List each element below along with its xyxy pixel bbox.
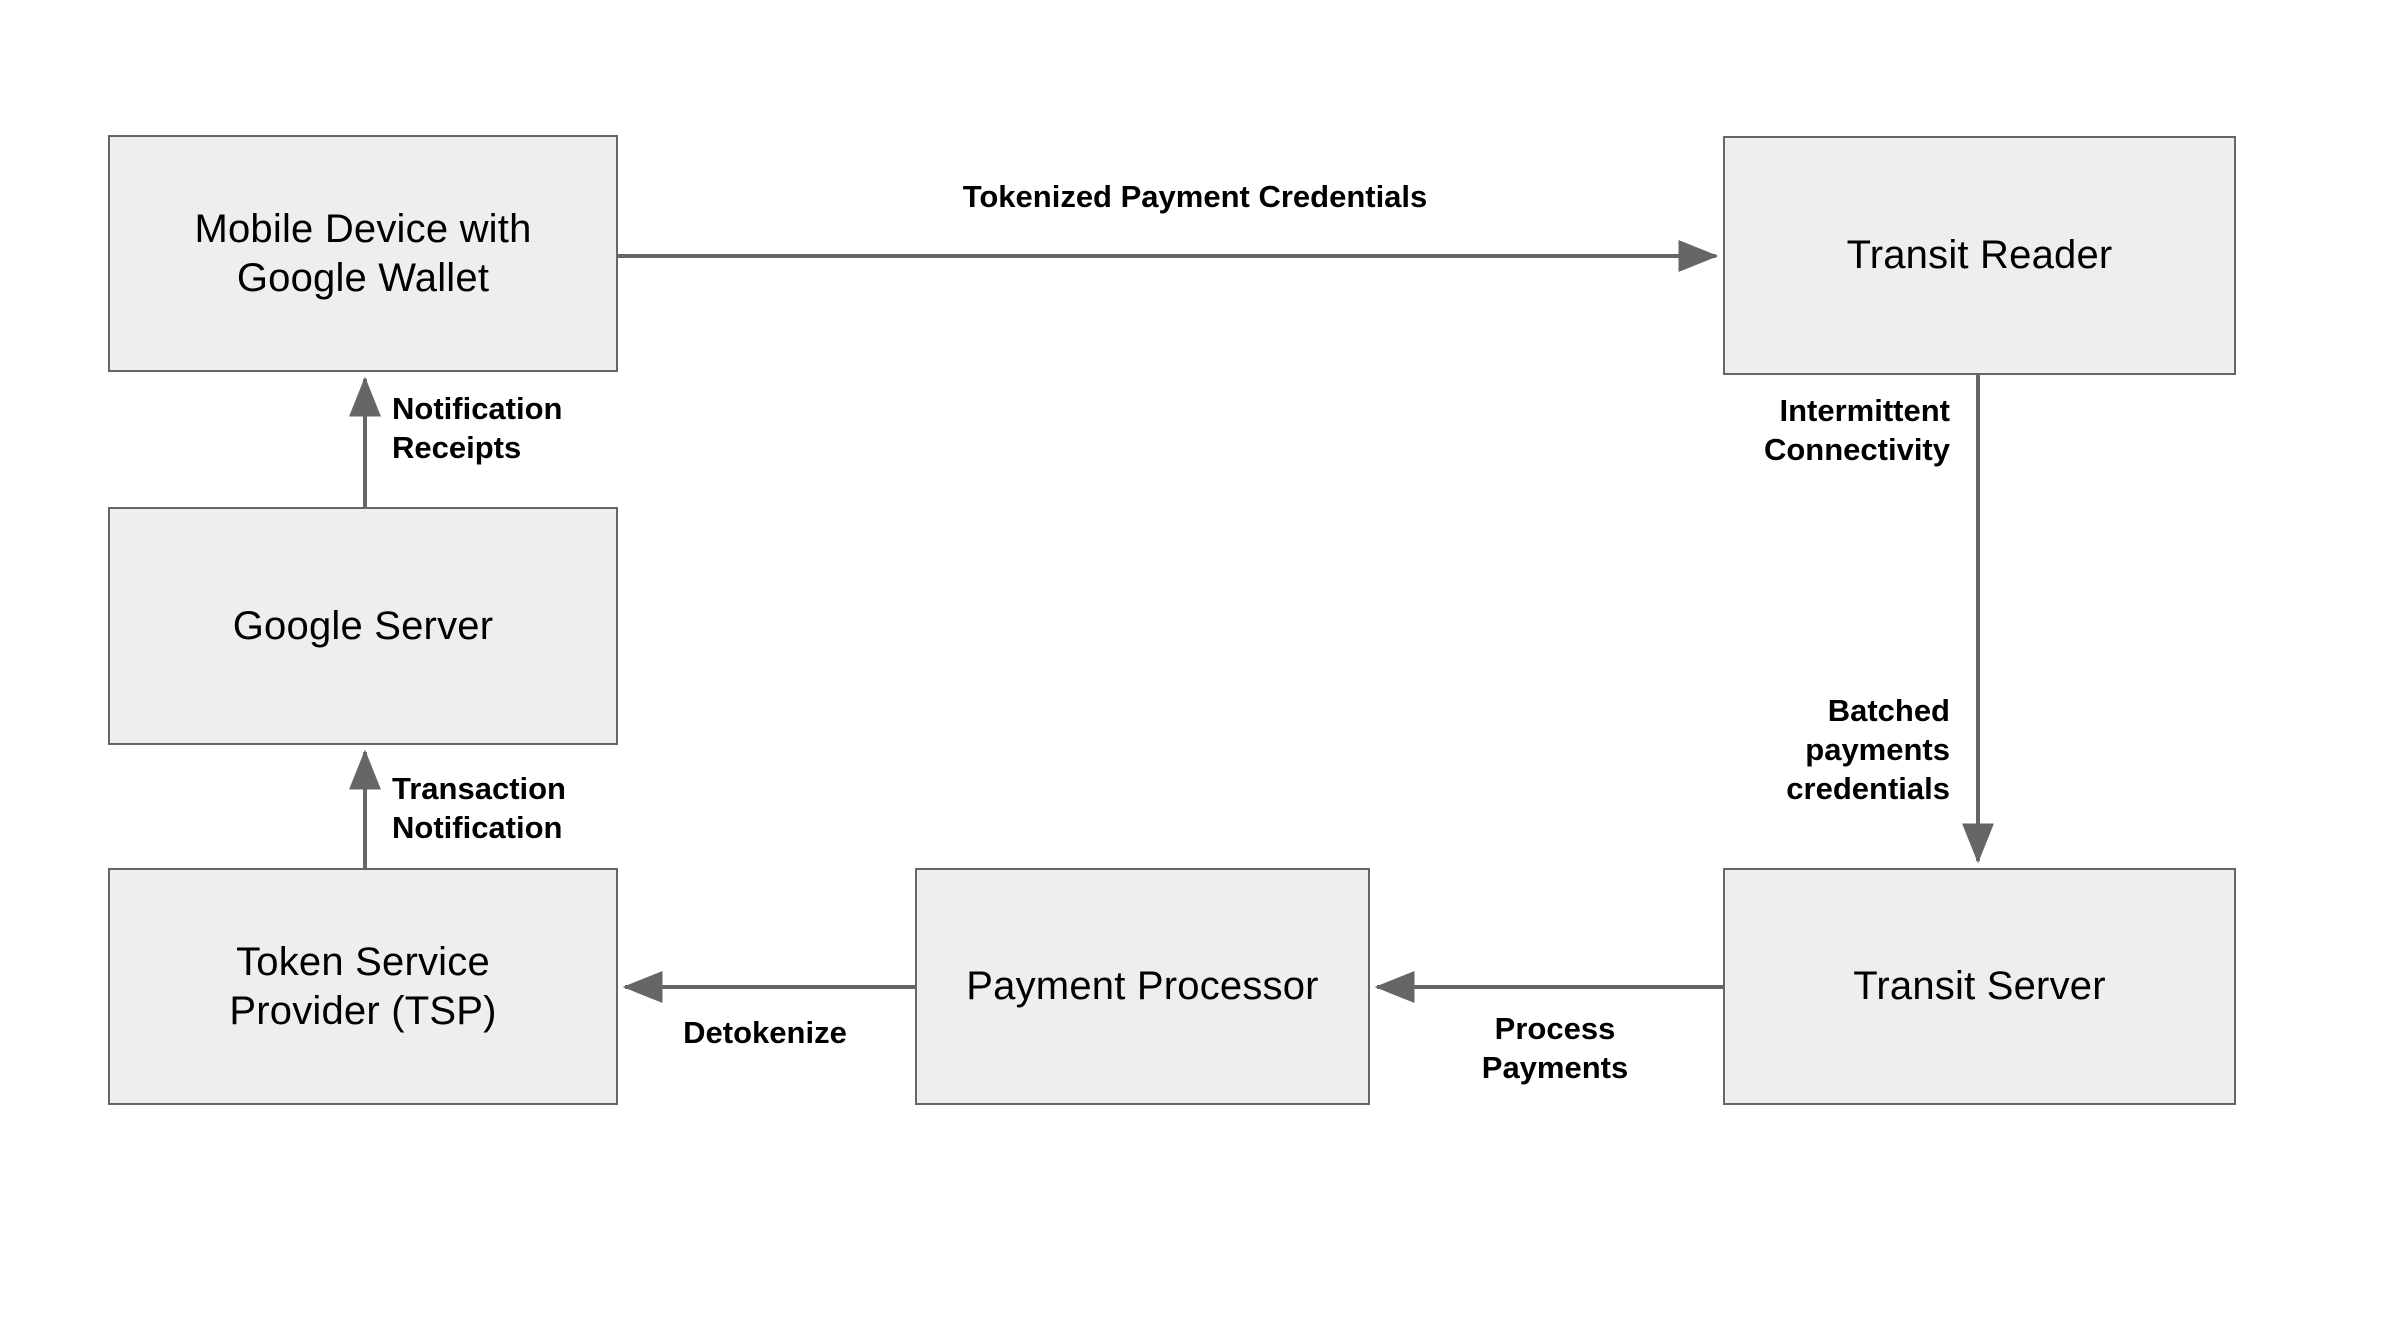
- node-token-service-provider[interactable]: Token Service Provider (TSP): [108, 868, 618, 1105]
- edge-label-intermittent-connectivity: Intermittent Connectivity: [1763, 393, 1950, 467]
- edge-label-detokenize: Detokenize: [683, 1015, 847, 1050]
- edge-label-process-payments: Process Payments: [1481, 1011, 1629, 1085]
- node-mobile-device[interactable]: Mobile Device with Google Wallet: [108, 135, 618, 372]
- node-google-server-label: Google Server: [232, 603, 494, 648]
- node-payment-processor-label: Payment Processor: [966, 964, 1319, 1009]
- node-mobile-device-label: Mobile Device with Google Wallet: [194, 206, 532, 300]
- edge-label-batched-payments-credentials: Batched payments credentials: [1786, 693, 1950, 806]
- node-transit-server-label: Transit Server: [1853, 964, 2106, 1009]
- node-payment-processor[interactable]: Payment Processor: [915, 868, 1370, 1105]
- node-transit-server[interactable]: Transit Server: [1723, 868, 2236, 1105]
- edge-label-tokenized-payment-credentials: Tokenized Payment Credentials: [962, 179, 1428, 214]
- edge-label-transaction-notification: Transaction Notification: [392, 771, 566, 845]
- node-transit-reader[interactable]: Transit Reader: [1723, 136, 2236, 375]
- edge-label-notification-receipts: Notification Receipts: [392, 391, 563, 465]
- node-token-service-provider-label: Token Service Provider (TSP): [229, 939, 497, 1033]
- node-transit-reader-label: Transit Reader: [1846, 233, 2113, 278]
- node-google-server[interactable]: Google Server: [108, 507, 618, 745]
